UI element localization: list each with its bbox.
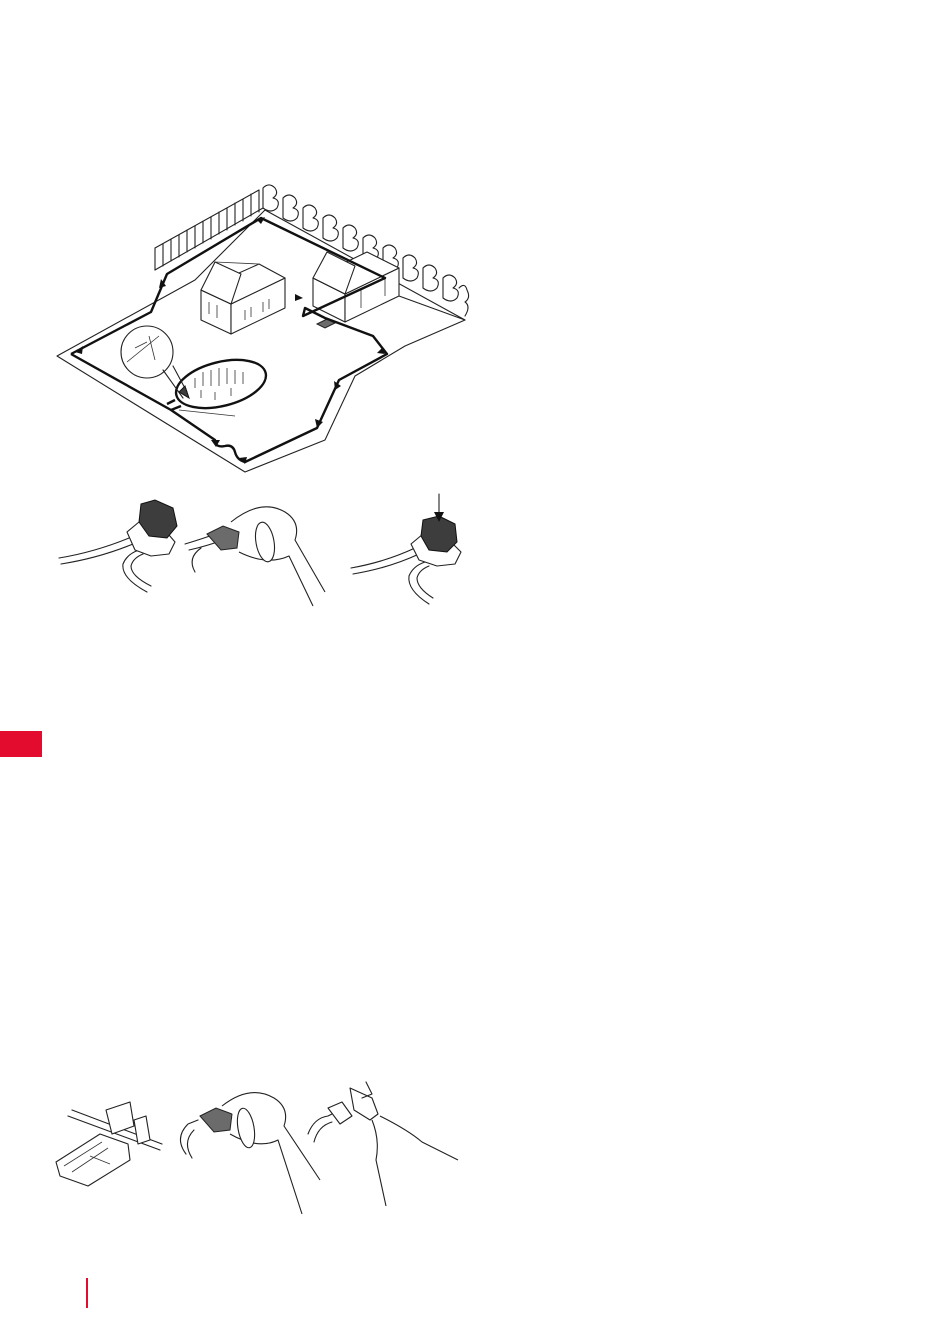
- splice-sequence-figure: [50, 1080, 470, 1220]
- garage: [313, 252, 399, 322]
- connector-step-1: [59, 500, 177, 592]
- section-tab-marker: [0, 731, 42, 757]
- wire-connector-icon: [55, 492, 475, 617]
- page-margin-rule: [86, 1278, 88, 1308]
- connector-step-3: [351, 494, 461, 604]
- cutting-pliers: [308, 1082, 458, 1206]
- pliers-icon: [50, 1080, 470, 1220]
- garden-layout-figure: [55, 178, 475, 478]
- connector-press-figure: [55, 492, 475, 617]
- pliers-squeeze-step: [185, 507, 325, 606]
- fence-left: [155, 190, 263, 270]
- splice-clip: [56, 1102, 162, 1186]
- pliers-splice-step: [180, 1093, 320, 1214]
- garden-boundary-wire-icon: [55, 178, 475, 478]
- house: [201, 262, 285, 334]
- wire-direction-arrows: [75, 217, 385, 464]
